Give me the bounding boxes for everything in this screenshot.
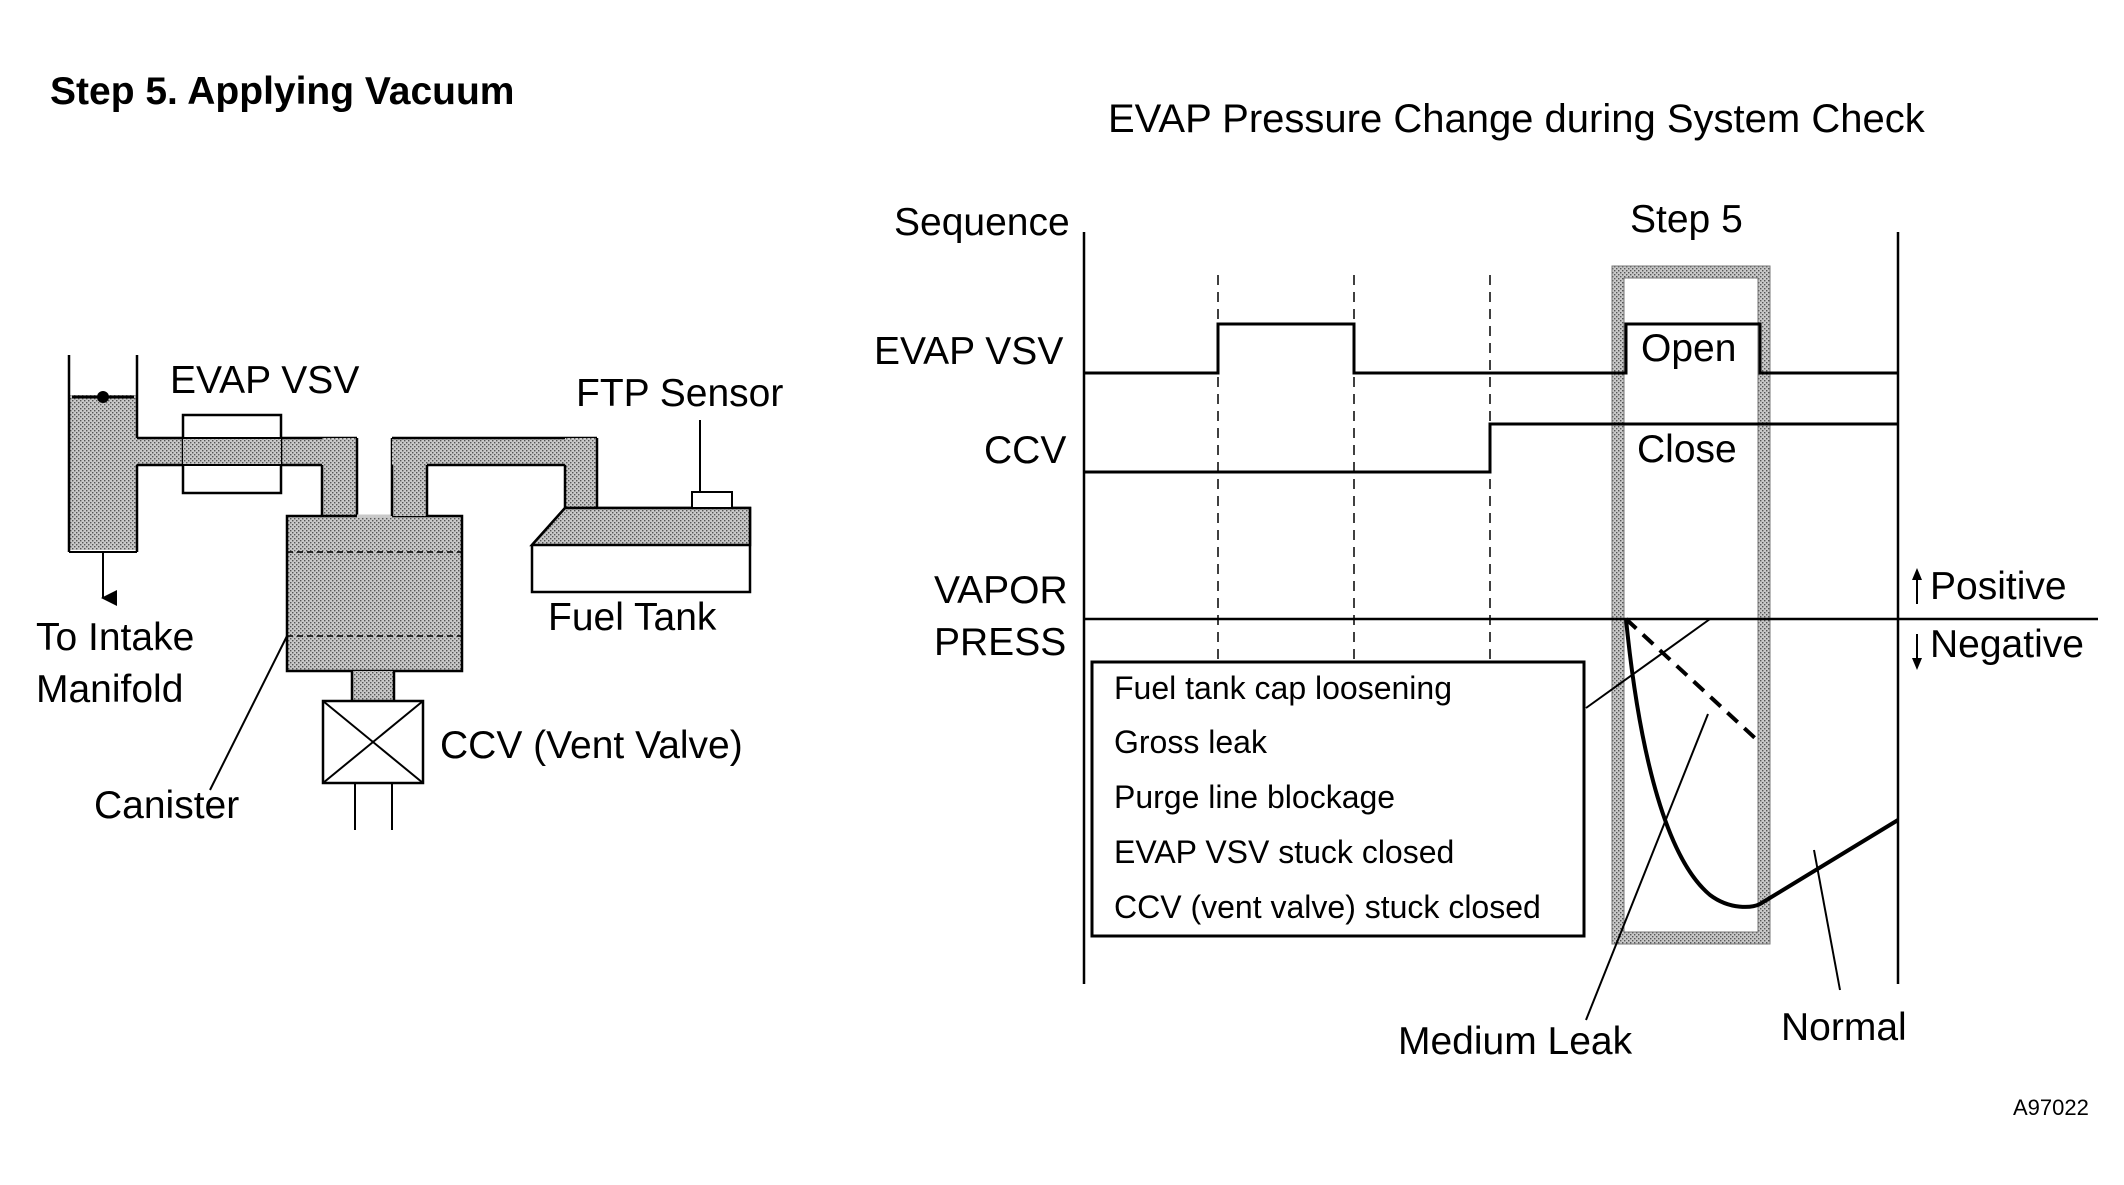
evap-vsv-passage bbox=[183, 438, 281, 465]
ftp-sensor-label: FTP Sensor bbox=[576, 372, 783, 415]
cause-item: CCV (vent valve) stuck closed bbox=[1114, 889, 1541, 925]
positive-arrowhead bbox=[1912, 568, 1922, 580]
medium-leak-leader bbox=[1585, 713, 1709, 1021]
medium-leak-label: Medium Leak bbox=[1398, 1020, 1633, 1063]
negative-label: Negative bbox=[1930, 623, 2084, 666]
cause-item: Gross leak bbox=[1114, 724, 1268, 760]
step5-window-outer bbox=[1611, 265, 1771, 945]
tank-pipe bbox=[392, 438, 597, 465]
fuel-tank-label: Fuel Tank bbox=[548, 596, 717, 639]
ccv-close-label: Close bbox=[1637, 428, 1737, 471]
step5-window-inner bbox=[1623, 277, 1759, 933]
row-label-sequence: Sequence bbox=[894, 201, 1070, 244]
step5-label: Step 5 bbox=[1630, 198, 1743, 241]
canister-label: Canister bbox=[94, 784, 239, 827]
row-label-evap-vsv: EVAP VSV bbox=[874, 330, 1063, 373]
canister-leader bbox=[209, 635, 288, 791]
negative-arrowhead bbox=[1912, 658, 1922, 670]
row-label-vapor-1: VAPOR bbox=[934, 569, 1068, 612]
figure-code: A97022 bbox=[2013, 1095, 2089, 1120]
ccv-label: CCV (Vent Valve) bbox=[440, 724, 743, 767]
cause-item: EVAP VSV stuck closed bbox=[1114, 834, 1454, 870]
to-intake-label-2: Manifold bbox=[36, 668, 183, 711]
evap-vsv-open-label: Open bbox=[1641, 327, 1736, 370]
ftp-sensor-body bbox=[691, 491, 733, 509]
step5-window bbox=[1612, 266, 1770, 944]
fuel-tank-vapor bbox=[529, 506, 752, 547]
to-intake-label-1: To Intake bbox=[36, 616, 194, 659]
canister-body bbox=[285, 514, 464, 673]
normal-leader bbox=[1813, 849, 1841, 991]
row-label-ccv: CCV bbox=[984, 429, 1066, 472]
left-title: Step 5. Applying Vacuum bbox=[50, 70, 514, 113]
row-label-vapor-2: PRESS bbox=[934, 621, 1066, 664]
intake-dot bbox=[97, 391, 109, 403]
ccv-cross-2 bbox=[322, 700, 424, 784]
normal-label: Normal bbox=[1781, 1006, 1907, 1049]
canister-inlet-left bbox=[322, 438, 357, 516]
chart-title: EVAP Pressure Change during System Check bbox=[1108, 97, 1926, 141]
normal-curve bbox=[1624, 618, 1900, 909]
ccv-pipe bbox=[352, 671, 394, 701]
evap-vsv-waveform bbox=[1084, 322, 1898, 375]
tank-pipe-down bbox=[565, 438, 597, 508]
medium-leak-curve bbox=[1624, 617, 1758, 741]
cause-item: Fuel tank cap loosening bbox=[1114, 670, 1452, 706]
evap-vsv-label: EVAP VSV bbox=[170, 359, 359, 402]
ccv-waveform bbox=[1084, 422, 1898, 474]
causes-box bbox=[1090, 660, 1586, 938]
positive-label: Positive bbox=[1930, 565, 2067, 608]
causes-leader bbox=[1585, 618, 1711, 709]
intake-tube bbox=[69, 395, 137, 550]
cause-item: Purge line blockage bbox=[1114, 779, 1395, 815]
timing-chart: EVAP Pressure Change during System Check… bbox=[874, 97, 2098, 1063]
schematic: EVAP VSV FTP Sensor To Intake Manifold F… bbox=[36, 355, 783, 830]
